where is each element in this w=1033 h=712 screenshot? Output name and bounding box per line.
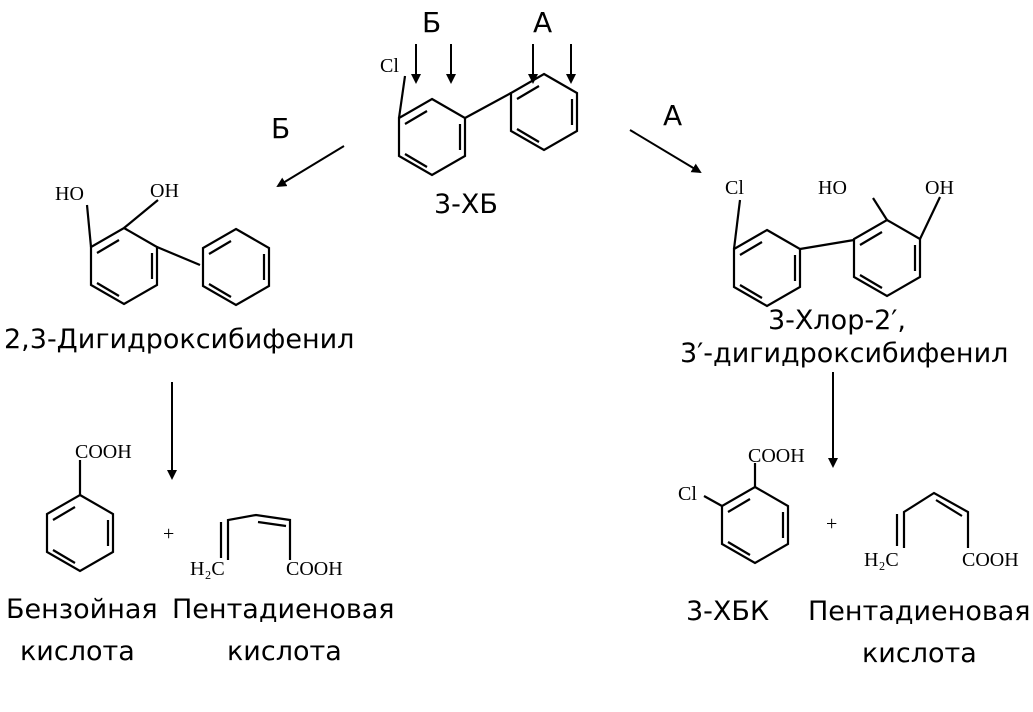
plus-sign-left: + (163, 523, 174, 545)
label-product-b: 2,3-Дигидроксибифенил (4, 324, 354, 355)
atom-oh: OH (150, 180, 179, 202)
pathway-arrow-b (276, 145, 345, 188)
atom-cl: Cl (725, 177, 744, 199)
pathway-label-a: А (663, 99, 682, 132)
label-start-compound: 3-ХБ (434, 189, 498, 220)
product-a-molecule: Cl HO OH (725, 177, 954, 308)
atom-ho: HO (55, 183, 84, 205)
label-pentadienoic-right-line1: Пентадиеновая (808, 596, 1031, 627)
label-pentadienoic-left-line2: кислота (227, 636, 342, 667)
pentadienoic-acid-molecule-right: H₂C COOH (864, 491, 1019, 571)
start-molecule: Cl (380, 55, 579, 177)
atom-cl: Cl (678, 483, 697, 505)
atom-h2c: H₂C (190, 558, 225, 580)
product-b-molecule: HO OH (55, 180, 271, 307)
label-benzoic-line1: Бензойная (6, 594, 158, 625)
atom-cooh: COOH (286, 558, 343, 580)
label-product-a-line1: 3-Хлор-2′, (768, 305, 906, 336)
chlorobenzoic-acid-molecule: COOH Cl (678, 445, 805, 565)
plus-sign-right: + (826, 513, 837, 535)
atom-cooh: COOH (75, 441, 132, 463)
pathway-arrow-a (629, 129, 702, 174)
label-benzoic-line2: кислота (20, 636, 135, 667)
label-product-a-line2: 3′-дигидроксибифенил (680, 338, 1008, 369)
atom-oh: OH (925, 177, 954, 199)
pathway-label-a-top: А (533, 6, 552, 39)
atom-ho: HO (818, 177, 847, 199)
atom-cooh: COOH (962, 549, 1019, 571)
label-pentadienoic-left-line1: Пентадиеновая (172, 594, 395, 625)
label-pentadienoic-right-line2: кислота (862, 638, 977, 669)
pentadienoic-acid-molecule-left: H₂C COOH (190, 513, 343, 580)
benzoic-acid-molecule: COOH (45, 441, 132, 573)
pathway-label-b-top: Б (422, 6, 441, 39)
atom-cl: Cl (380, 55, 399, 77)
atom-cooh: COOH (748, 445, 805, 467)
pathway-label-b: Б (271, 112, 290, 145)
label-chlorobenzoic: 3-ХБК (686, 596, 769, 627)
atom-h2c: H₂C (864, 549, 899, 571)
